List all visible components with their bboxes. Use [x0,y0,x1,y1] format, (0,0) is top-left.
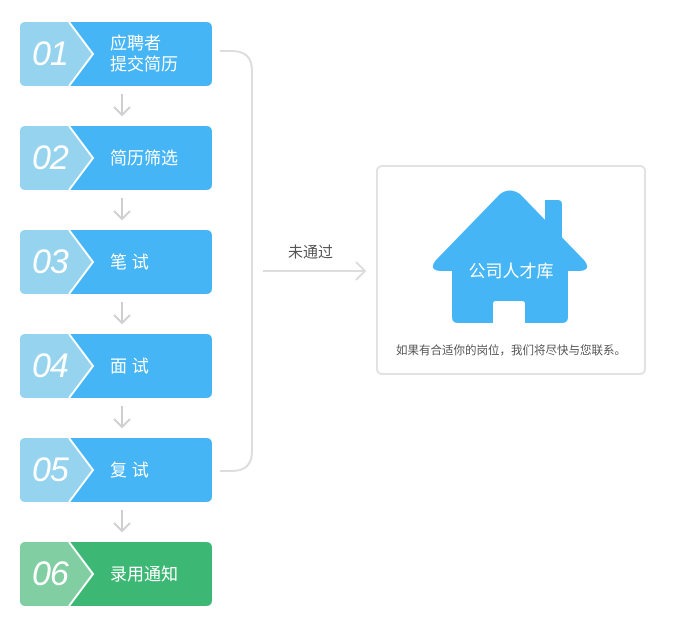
down-arrow-icon [112,92,132,118]
step-label: 复 试 [110,460,149,480]
step-label: 应聘者 提交简历 [110,34,178,74]
step-shape [20,542,212,606]
step-number: 06 [32,555,69,593]
talent-pool-title: 公司人才库 [468,262,554,281]
step-06: 06 录用通知 [20,542,212,606]
step-shape [20,230,212,294]
step-number: 03 [32,243,69,281]
step-label: 简历筛选 [110,148,178,168]
step-number: 02 [32,139,69,177]
down-arrow-icon [112,196,132,222]
house-icon [432,190,588,323]
step-shape [20,334,212,398]
rejected-label: 未通过 [288,244,334,261]
step-03: 03 笔 试 [20,230,212,294]
down-arrow-icon [112,404,132,430]
step-05: 05 复 试 [20,438,212,502]
down-arrow-icon [112,300,132,326]
step-number: 05 [32,451,69,489]
step-shape [20,438,212,502]
step-number: 01 [32,35,69,73]
step-04: 04 面 试 [20,334,212,398]
step-01: 01 应聘者 提交简历 [20,22,212,86]
step-shape [20,126,212,190]
step-label: 录用通知 [110,564,178,584]
step-number: 04 [32,347,69,385]
talent-pool-card: 公司人才库 如果有合适你的岗位，我们将尽快与您联系。 [376,165,646,375]
step-label: 笔 试 [110,252,149,272]
step-label: 面 试 [110,356,149,376]
step-02: 02 简历筛选 [20,126,212,190]
down-arrow-icon [112,508,132,534]
step-shape [20,22,212,86]
right-arrow-icon [263,261,367,281]
talent-pool-message: 如果有合适你的岗位，我们将尽快与您联系。 [396,345,626,357]
